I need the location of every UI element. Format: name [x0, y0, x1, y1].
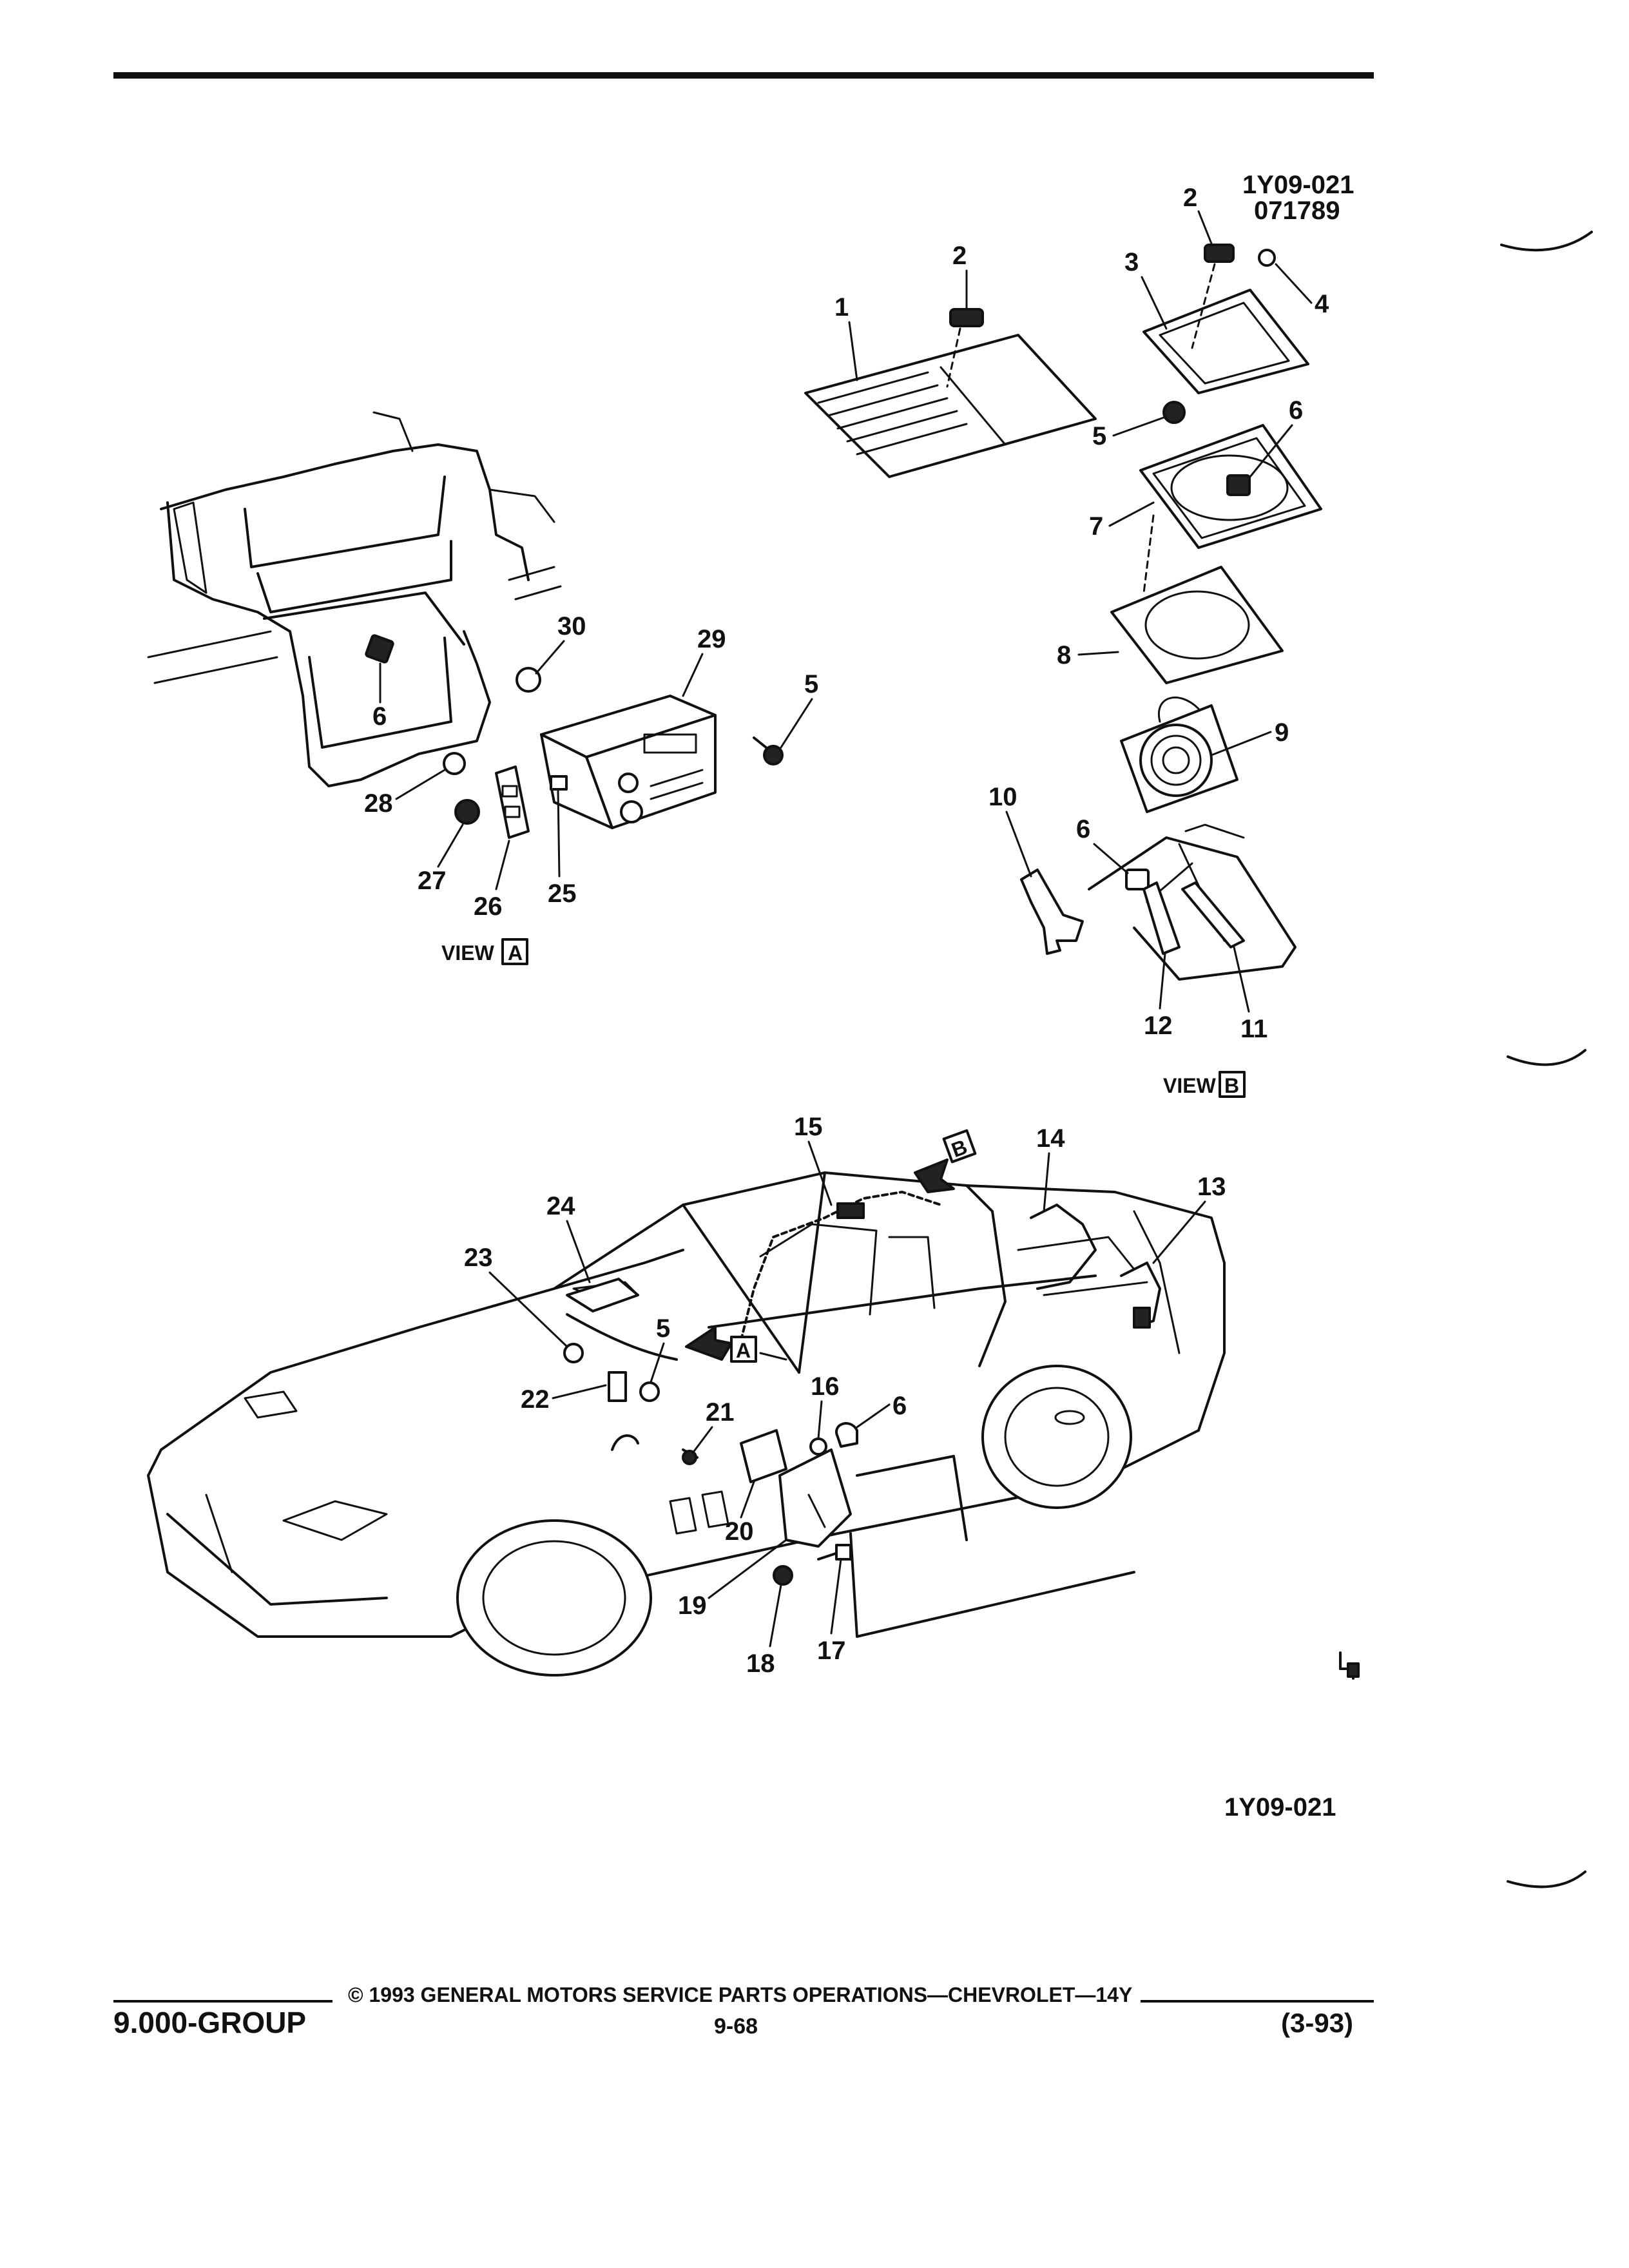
footer-group: 9.000-GROUP: [113, 2006, 307, 2039]
harness-13: [1120, 1262, 1161, 1329]
callout-14: 14: [1036, 1124, 1065, 1153]
figure-code: 1Y09-021: [1224, 1793, 1336, 1821]
marker-glyph-icon: [1339, 1651, 1360, 1680]
vehicle-body: [147, 1171, 1226, 1638]
footer-date: (3-93): [1281, 2008, 1354, 2038]
callout-24: 24: [546, 1192, 575, 1220]
footer-rule-right: [1141, 2000, 1374, 2003]
view-a-box: [501, 938, 528, 965]
diagram-code-date: 071789: [1254, 197, 1340, 225]
nut-6b: [1125, 869, 1150, 890]
grille-panel-1: [804, 334, 1097, 478]
nut-6a: [1226, 474, 1251, 496]
callout-7: 7: [1089, 512, 1103, 541]
view-a-label: VIEW: [441, 941, 495, 965]
callout-21: 21: [706, 1398, 735, 1427]
callout-6c: 6: [372, 702, 387, 731]
callout-28: 28: [364, 789, 393, 818]
screw-23: [563, 1343, 584, 1363]
callout-29: 29: [697, 625, 726, 653]
callout-5a: 5: [1092, 422, 1106, 450]
screw-5c: [639, 1381, 660, 1402]
clip-6d: [835, 1422, 858, 1448]
rear-wheel: [981, 1365, 1132, 1509]
diagram-code-top: 1Y09-021: [1242, 171, 1354, 199]
connector-17: [817, 1544, 852, 1561]
callout-16: 16: [811, 1372, 840, 1401]
view-b-label: VIEW: [1163, 1074, 1217, 1097]
front-wheel: [456, 1519, 652, 1677]
view-a-box-letter: A: [508, 941, 523, 965]
view-b-box: [1219, 1071, 1246, 1098]
clip-2a: [946, 308, 984, 388]
callout-8: 8: [1057, 641, 1071, 669]
footer-page: 9-68: [714, 2014, 758, 2039]
callout-27: 27: [418, 867, 447, 895]
speaker-mount-8: [1110, 566, 1284, 684]
bracket-12: [1142, 881, 1181, 955]
nut-28: [443, 752, 466, 775]
callout-17: 17: [817, 1637, 846, 1665]
grille-20: [740, 1429, 787, 1483]
footer-copyright: © 1993 GENERAL MOTORS SERVICE PARTS OPER…: [348, 1983, 1133, 2006]
top-rule: [113, 72, 1374, 79]
callout-5b: 5: [804, 670, 818, 698]
arrow-a: A: [685, 1326, 757, 1363]
callout-23: 23: [464, 1244, 493, 1272]
nut-27: [454, 799, 480, 825]
callout-10: 10: [988, 783, 1017, 811]
callout-30: 30: [557, 612, 586, 640]
grille-24: [566, 1278, 639, 1312]
callout-15: 15: [794, 1113, 823, 1141]
callout-6b: 6: [1076, 815, 1090, 843]
harness-14: [1030, 1204, 1097, 1290]
callout-3: 3: [1124, 248, 1139, 276]
footer-rule-left: [113, 2000, 333, 2003]
callout-18: 18: [746, 1649, 775, 1678]
arrow-b: B: [914, 1129, 977, 1193]
view-b-box-letter: B: [1224, 1074, 1239, 1097]
callout-20: 20: [725, 1517, 754, 1546]
callout-2a: 2: [952, 242, 967, 270]
harness-15: [740, 1191, 942, 1341]
edge-mark-2: [1507, 1049, 1586, 1066]
callout-5c: 5: [656, 1314, 670, 1343]
screw-18: [773, 1565, 793, 1586]
clip-2b: [1191, 244, 1235, 349]
callout-22: 22: [521, 1385, 550, 1414]
speaker-9: [1120, 697, 1239, 813]
cover-3: [1142, 289, 1309, 394]
callout-26: 26: [474, 892, 503, 921]
dash-frame: [147, 411, 562, 787]
edge-mark-1: [1500, 231, 1593, 252]
callout-9: 9: [1275, 718, 1289, 747]
callout-4: 4: [1315, 290, 1329, 318]
callout-1: 1: [834, 293, 849, 322]
svg-text:A: A: [736, 1339, 751, 1362]
callout-6a: 6: [1289, 396, 1303, 425]
screw-21: [682, 1448, 699, 1465]
bracket-11: [1181, 881, 1245, 948]
callout-19: 19: [678, 1591, 707, 1620]
sensor-22: [608, 1371, 639, 1451]
nut-6c: [365, 634, 394, 664]
screw-4: [1258, 249, 1276, 267]
callout-2b: 2: [1183, 184, 1197, 212]
bracket-10: [1020, 869, 1084, 955]
callout-13: 13: [1197, 1173, 1226, 1201]
clip-30: [516, 667, 541, 693]
bracket-26: [495, 765, 530, 839]
screw-16: [809, 1437, 827, 1456]
callout-25: 25: [548, 879, 577, 908]
clip-25: [550, 775, 568, 791]
callout-6d: 6: [892, 1392, 907, 1420]
edge-mark-3: [1507, 1870, 1586, 1888]
radio-29: [540, 695, 717, 829]
fastener-5a: [1162, 401, 1186, 424]
callout-12: 12: [1144, 1012, 1173, 1040]
screw-5b: [753, 736, 784, 765]
callout-11: 11: [1240, 1015, 1268, 1043]
